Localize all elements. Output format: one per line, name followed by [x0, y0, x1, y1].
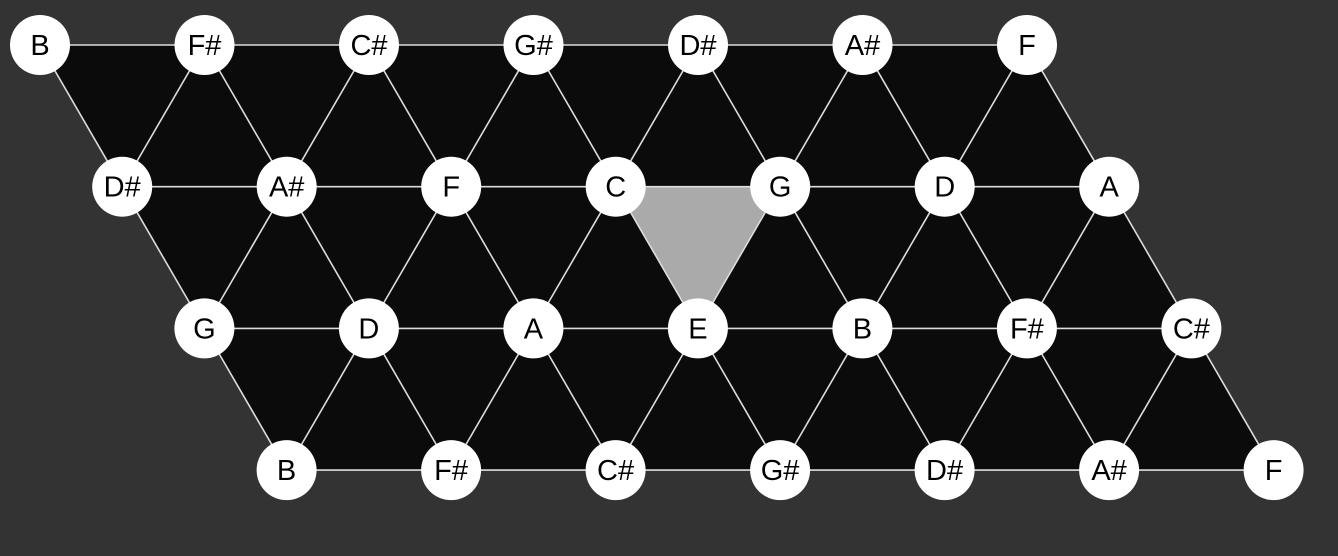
note-circle: [832, 298, 893, 359]
note-label: A: [524, 313, 544, 345]
note-circle: [421, 156, 482, 217]
note-label: F: [442, 172, 460, 204]
note-circle: [832, 15, 893, 75]
note-label: G#: [514, 30, 553, 62]
note-node: C: [585, 156, 646, 217]
note-label: D#: [104, 172, 141, 204]
note-node: F#: [421, 440, 482, 501]
note-label: B: [30, 30, 49, 62]
note-node: B: [10, 15, 70, 75]
note-node: E: [667, 298, 728, 359]
note-circle: [750, 156, 811, 217]
note-circle: [914, 156, 975, 217]
note-circle: [10, 15, 70, 75]
note-circle: [174, 15, 235, 75]
note-label: G: [193, 313, 216, 345]
note-node: G#: [750, 440, 811, 501]
note-label: D#: [926, 455, 963, 487]
note-label: G#: [761, 455, 800, 487]
note-node: B: [832, 298, 893, 359]
note-label: B: [853, 313, 872, 345]
note-label: F#: [434, 455, 468, 487]
note-node: A: [503, 298, 564, 359]
note-label: A#: [269, 172, 304, 204]
note-circle: [997, 15, 1057, 75]
note-label: C#: [350, 30, 387, 62]
note-node: A: [1079, 156, 1140, 217]
note-circle: [421, 440, 482, 501]
note-node: G#: [503, 15, 564, 75]
note-circle: [92, 156, 153, 217]
note-label: F: [1018, 30, 1036, 62]
note-circle: [174, 298, 235, 359]
highlighted-triad: [615, 186, 781, 329]
note-node: A#: [256, 156, 317, 217]
note-label: D: [358, 313, 379, 345]
note-label: A#: [845, 30, 880, 62]
note-circle: [1161, 298, 1222, 359]
note-label: C: [605, 172, 626, 204]
note-label: E: [688, 313, 707, 345]
note-node: D: [914, 156, 975, 217]
note-node: G: [174, 298, 235, 359]
note-label: A: [1100, 172, 1120, 204]
note-node: C#: [585, 440, 646, 501]
note-circle: [256, 440, 317, 501]
note-circle: [585, 156, 646, 217]
note-circle: [1079, 156, 1140, 217]
note-node: A#: [832, 15, 893, 75]
note-circle: [585, 440, 646, 501]
note-circle: [914, 440, 975, 501]
note-label: C#: [597, 455, 634, 487]
note-label: A#: [1091, 455, 1126, 487]
note-label: D#: [679, 30, 716, 62]
note-label: D: [934, 172, 955, 204]
note-label: B: [277, 455, 296, 487]
note-circle: [256, 156, 317, 217]
note-circle: [339, 15, 399, 75]
note-node: F#: [996, 298, 1057, 359]
note-circle: [338, 298, 399, 359]
note-node: B: [256, 440, 317, 501]
note-circle: [667, 298, 728, 359]
note-node: D#: [914, 440, 975, 501]
note-circle: [503, 15, 564, 75]
note-circle: [1243, 440, 1304, 501]
note-node: C#: [339, 15, 399, 75]
note-circle: [1079, 440, 1140, 501]
note-node: D#: [92, 156, 153, 217]
note-node: D: [338, 298, 399, 359]
note-node: F: [997, 15, 1057, 75]
note-label: F: [1265, 455, 1283, 487]
note-label: C#: [1173, 313, 1210, 345]
note-label: F#: [1010, 313, 1044, 345]
note-circle: [668, 15, 728, 75]
note-label: F#: [188, 30, 222, 62]
note-label: G: [769, 172, 792, 204]
note-node: G: [750, 156, 811, 217]
note-node: A#: [1079, 440, 1140, 501]
note-node: C#: [1161, 298, 1222, 359]
note-node: F: [1243, 440, 1304, 501]
note-node: D#: [668, 15, 728, 75]
note-node: F: [421, 156, 482, 217]
note-circle: [503, 298, 564, 359]
note-node: F#: [174, 15, 235, 75]
note-circle: [996, 298, 1057, 359]
note-circle: [750, 440, 811, 501]
